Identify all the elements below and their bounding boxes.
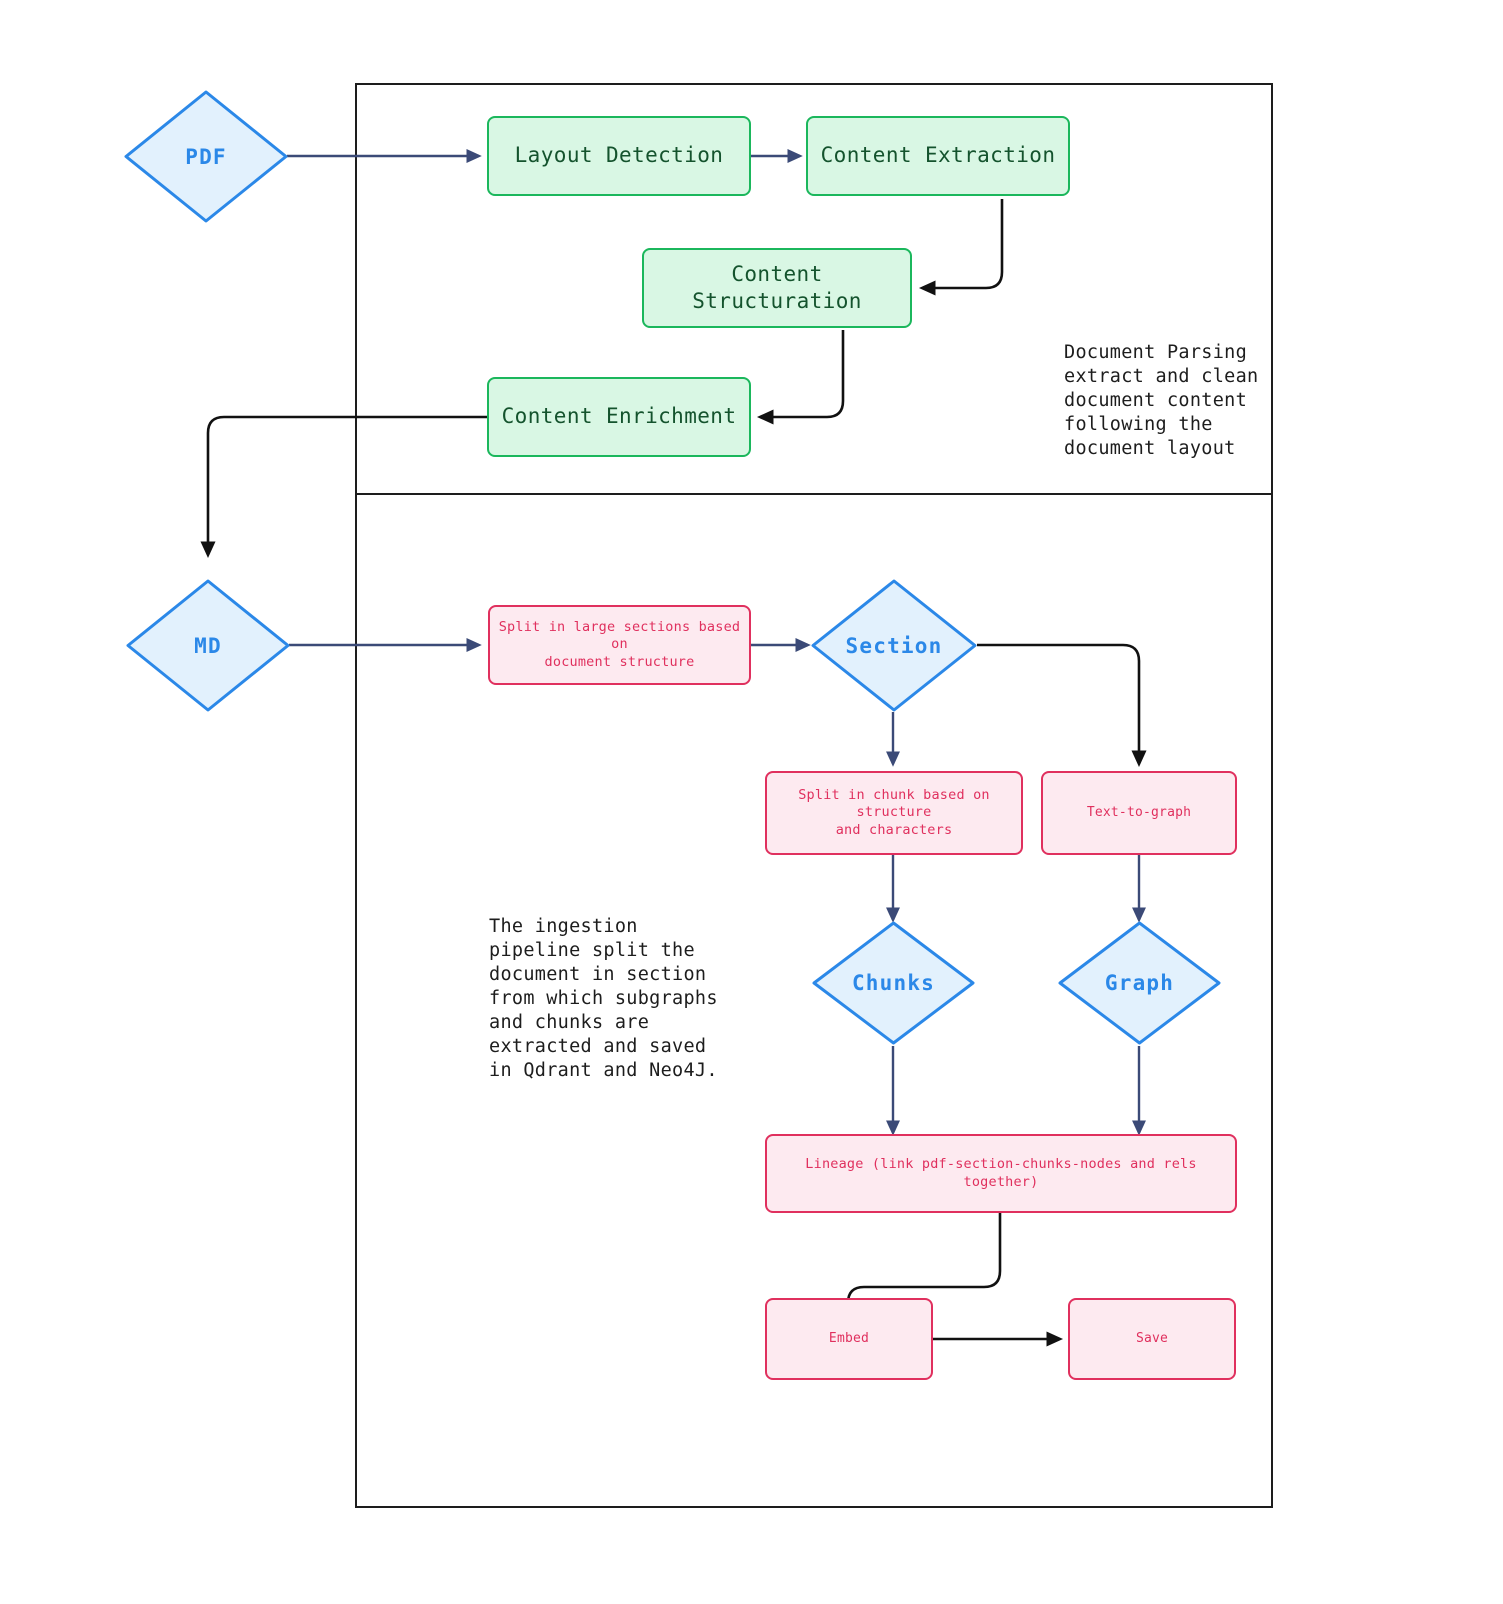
node-content-structuration[interactable]: Content Structuration — [642, 248, 912, 328]
node-section[interactable]: Section — [809, 577, 979, 714]
node-label: Lineage (link pdf-section-chunks-nodes a… — [805, 1155, 1197, 1190]
node-md[interactable]: MD — [124, 577, 292, 714]
node-label: MD — [194, 633, 222, 658]
node-content-enrichment[interactable]: Content Enrichment — [487, 377, 751, 457]
node-label: Save — [1135, 1330, 1169, 1346]
node-split-in-chunk[interactable]: Split in chunk based on structure and ch… — [765, 771, 1023, 855]
diamond-shape — [811, 579, 977, 712]
diamond-shape — [812, 921, 975, 1045]
node-split-large-sections[interactable]: Split in large sections based on documen… — [488, 605, 751, 685]
node-label: Content Extraction — [820, 143, 1056, 168]
node-label: Content Enrichment — [501, 404, 737, 429]
node-chunks[interactable]: Chunks — [810, 919, 977, 1047]
node-label-line2: and characters — [835, 821, 953, 838]
node-save[interactable]: Save — [1068, 1298, 1236, 1380]
node-text-to-graph[interactable]: Text-to-graph — [1041, 771, 1237, 855]
node-label: Content Structuration — [692, 261, 862, 313]
edge-content-enrichment-to-md — [200, 415, 489, 559]
node-embed[interactable]: Embed — [765, 1298, 933, 1380]
ingestion-pipeline-subgraph — [355, 493, 1273, 1508]
node-label: Embed — [828, 1330, 870, 1346]
node-label: Chunks — [851, 971, 936, 995]
edge-section-to-text-to-graph — [977, 643, 1147, 768]
node-label-line1: Split in chunk based on structure — [798, 786, 990, 821]
diamond-shape — [126, 579, 290, 712]
node-layout-detection[interactable]: Layout Detection — [487, 116, 751, 196]
node-content-extraction[interactable]: Content Extraction — [806, 116, 1070, 196]
node-lineage[interactable]: Lineage (link pdf-section-chunks-nodes a… — [765, 1134, 1237, 1213]
edge-content-extraction-to-content-structuration — [918, 199, 1004, 296]
node-label: Layout Detection — [514, 143, 724, 168]
edge-content-structuration-to-content-enrichment — [756, 330, 845, 425]
edge-lineage-to-embed — [840, 1212, 1002, 1331]
diamond-shape — [1058, 921, 1221, 1045]
annotation-document-parsing: Document Parsing extract and clean docum… — [1064, 342, 1259, 460]
annotation-ingestion-pipeline: The ingestion pipeline split the documen… — [489, 916, 718, 1082]
node-pdf[interactable]: PDF — [122, 88, 290, 225]
diamond-shape — [124, 90, 288, 223]
node-label: Section — [845, 633, 943, 658]
node-graph[interactable]: Graph — [1056, 919, 1223, 1047]
node-label: Text-to-graph — [1086, 804, 1192, 820]
node-label: Graph — [1104, 971, 1175, 995]
node-label: PDF — [185, 144, 227, 169]
node-label-line2: document structure — [544, 653, 695, 670]
node-label-line1: Split in large sections based on — [498, 618, 741, 653]
